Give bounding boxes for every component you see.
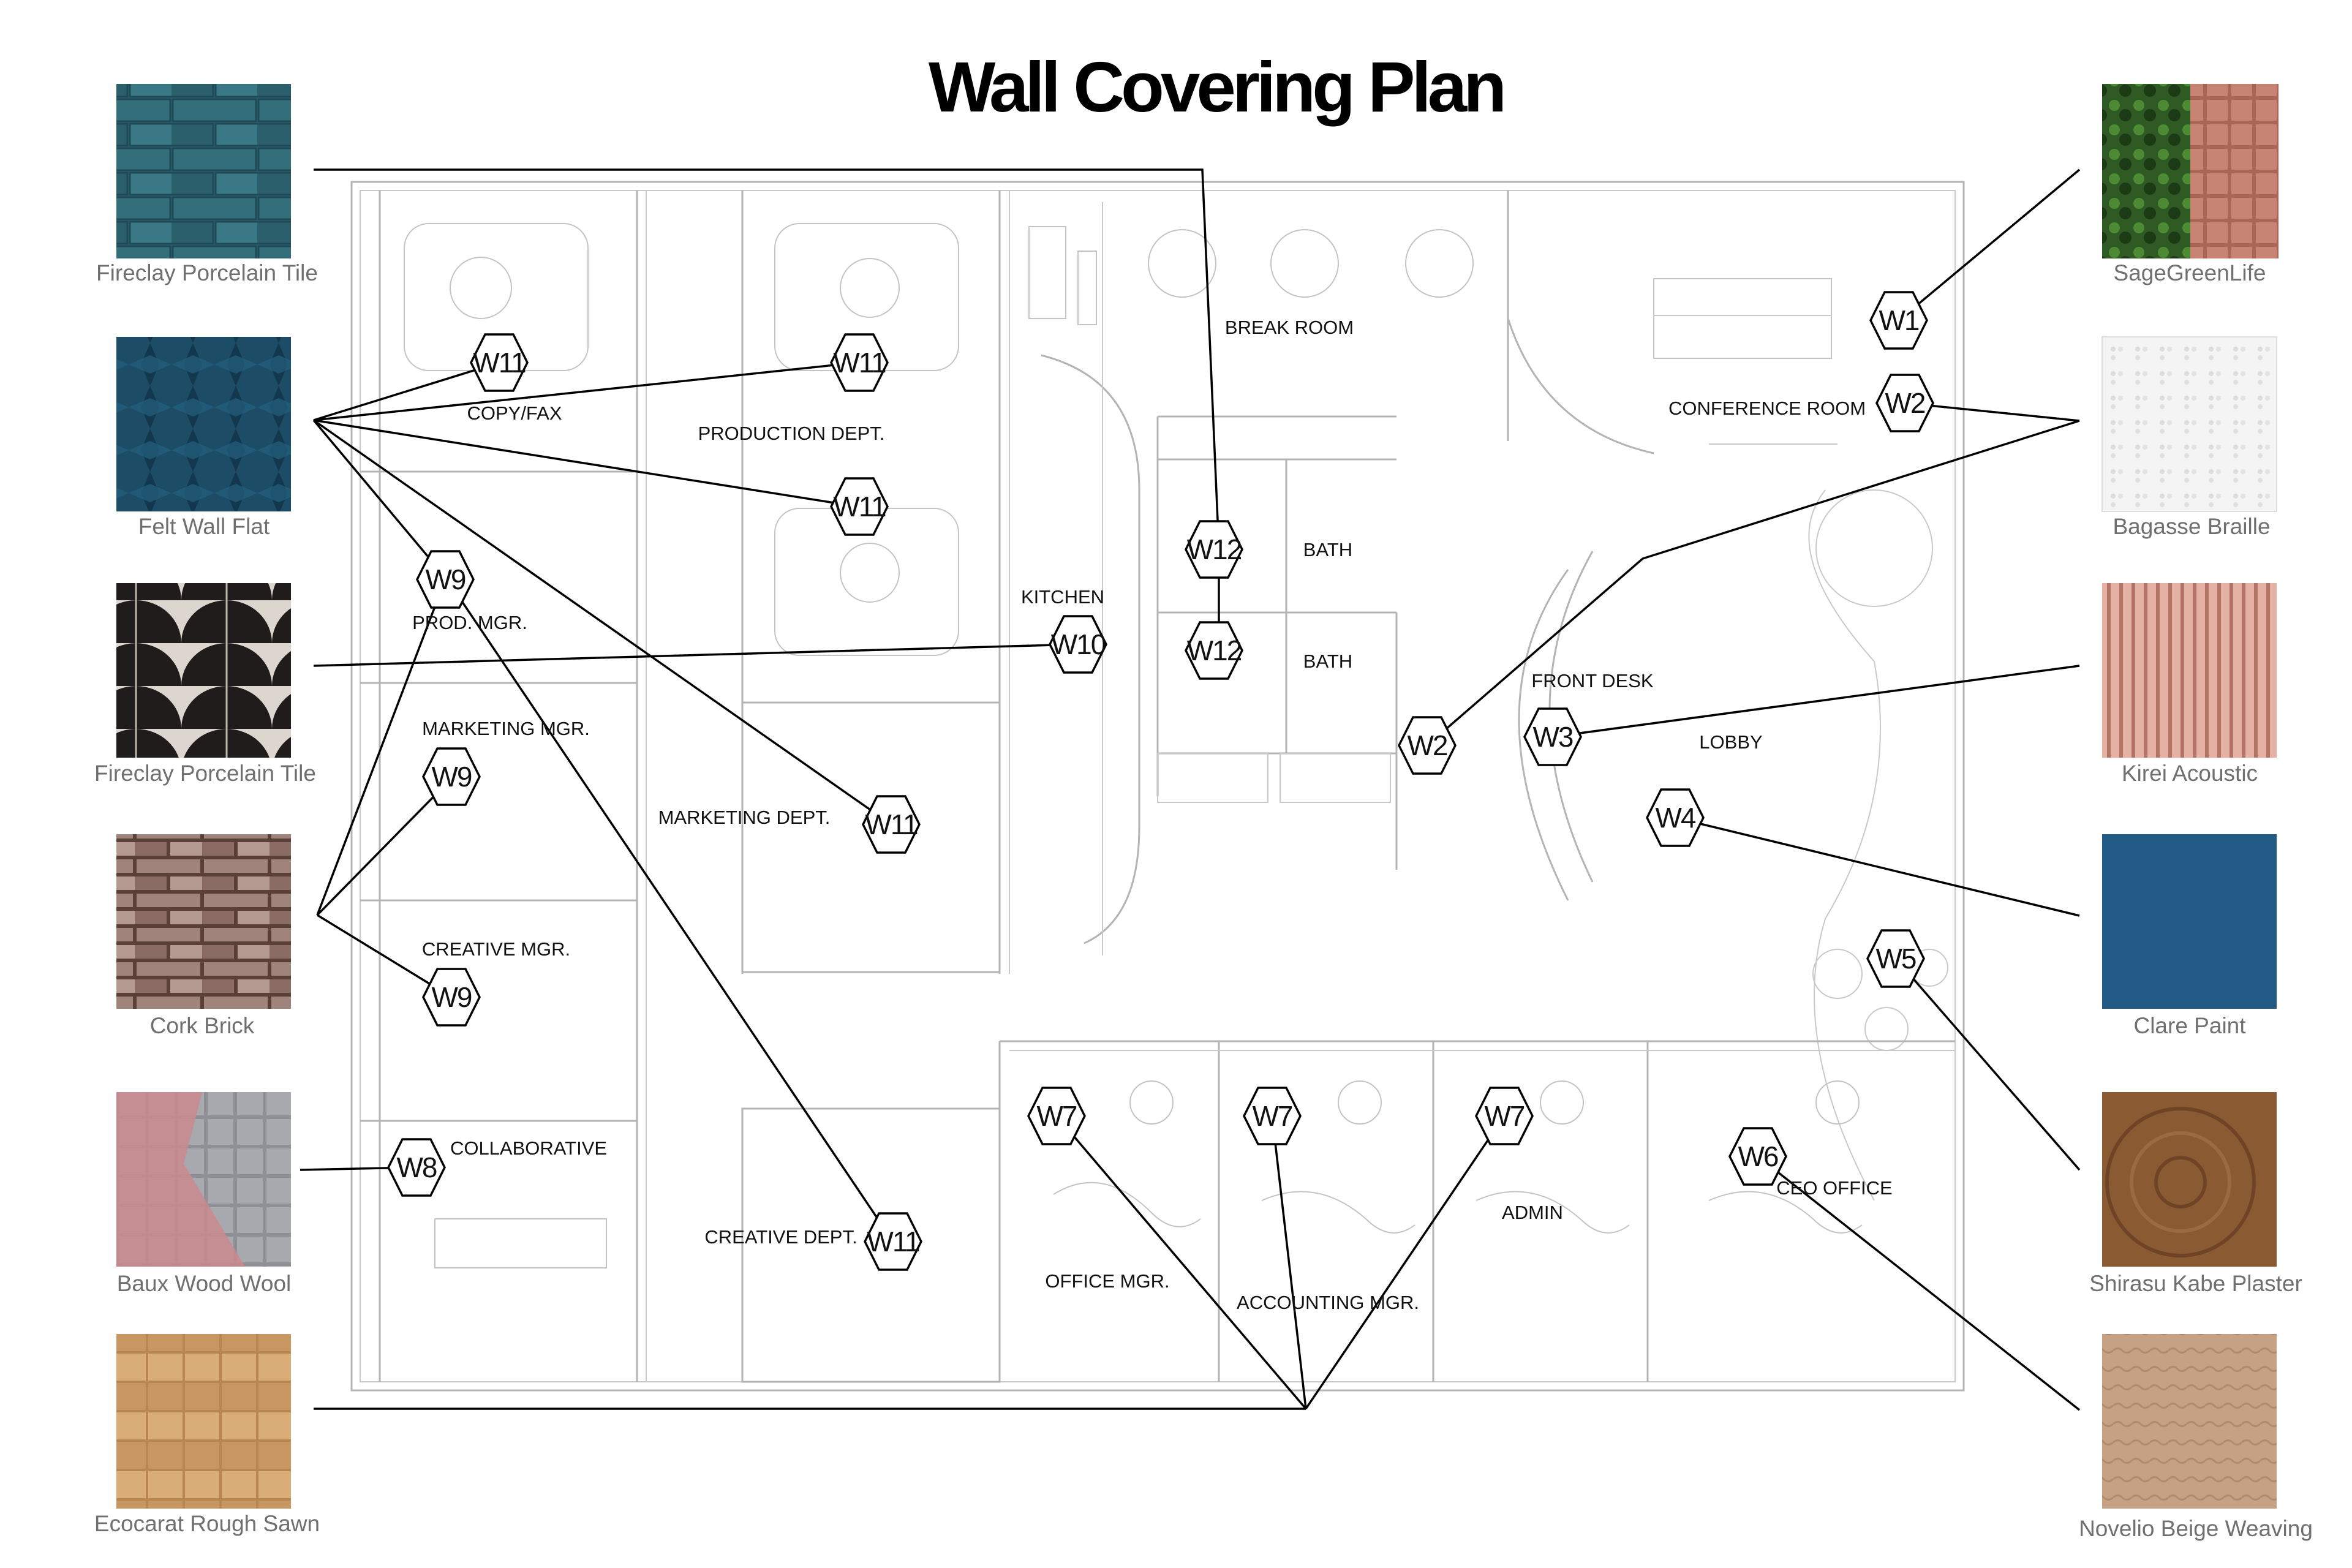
swatch-label: Bagasse Braille [2113, 514, 2270, 539]
swatch-right-6[interactable]: Novelio Beige Weaving [2079, 1334, 2313, 1541]
tag-w7[interactable]: W7 [1027, 1087, 1086, 1145]
tag-label: W9 [432, 981, 472, 1013]
swatch-label: Novelio Beige Weaving [2079, 1516, 2313, 1541]
swatch-label: Ecocarat Rough Sawn [94, 1511, 320, 1536]
tag-label: W5 [1876, 943, 1916, 974]
swatch-left-2[interactable]: Felt Wall Flat [116, 337, 291, 539]
room-label: PROD. MGR. [412, 612, 527, 633]
swatch-label: Fireclay Porcelain Tile [96, 260, 318, 285]
room-label: COPY/FAX [467, 402, 562, 424]
room-label: CREATIVE MGR. [422, 938, 570, 960]
tag-label: W1 [1879, 304, 1919, 336]
room-label: CONFERENCE ROOM [1668, 398, 1866, 419]
tag-label: W12 [1187, 533, 1242, 565]
tag-w11[interactable]: W11 [862, 795, 921, 854]
room-label: COLLABORATIVE [450, 1137, 607, 1159]
tag-label: W7 [1253, 1100, 1292, 1132]
room-label: BATH [1303, 539, 1352, 560]
tag-w11[interactable]: W11 [830, 333, 889, 392]
tag-label: W7 [1037, 1100, 1077, 1132]
tag-w4[interactable]: W4 [1646, 788, 1705, 847]
tag-w12[interactable]: W12 [1185, 621, 1243, 680]
wall-tags: W11 W11 W11 W11 W11 W9 W9 W9 W8 W10 W12 … [387, 291, 1934, 1271]
room-label: CREATIVE DEPT. [704, 1226, 857, 1248]
tag-w11[interactable]: W11 [470, 333, 529, 392]
swatch-right-1[interactable]: SageGreenLife [2102, 84, 2278, 285]
tag-label: W6 [1738, 1140, 1778, 1172]
room-label: KITCHEN [1021, 586, 1104, 608]
swatch-label: Baux Wood Wool [117, 1271, 292, 1296]
room-label: ACCOUNTING MGR. [1237, 1292, 1419, 1313]
tag-label: W8 [397, 1152, 437, 1183]
tag-w11[interactable]: W11 [830, 477, 889, 536]
tag-label: W9 [426, 564, 466, 595]
swatch-label: Cork Brick [150, 1013, 255, 1038]
tag-label: W11 [833, 491, 886, 522]
tag-w6[interactable]: W6 [1728, 1127, 1787, 1186]
room-label: MARKETING DEPT. [658, 807, 831, 828]
swatch-left-4[interactable]: Cork Brick [116, 834, 291, 1038]
room-label: CEO OFFICE [1776, 1177, 1892, 1199]
tag-label: W12 [1187, 635, 1242, 666]
tag-w12[interactable]: W12 [1185, 520, 1243, 579]
swatch-label: Felt Wall Flat [138, 514, 270, 539]
swatch-right-2[interactable]: Bagasse Braille [2101, 336, 2277, 539]
room-label: ADMIN [1502, 1202, 1563, 1223]
swatch-right-3[interactable]: Kirei Acoustic [2102, 583, 2277, 786]
tag-w10[interactable]: W10 [1049, 615, 1107, 674]
tag-w9[interactable]: W9 [422, 747, 481, 806]
tag-label: W3 [1533, 721, 1573, 753]
tag-w5[interactable]: W5 [1866, 929, 1925, 988]
tag-label: W2 [1885, 387, 1925, 419]
tag-w7[interactable]: W7 [1243, 1087, 1302, 1145]
tag-w11[interactable]: W11 [864, 1212, 922, 1271]
tag-label: W9 [432, 761, 472, 793]
tag-label: W11 [473, 347, 526, 379]
tag-label: W11 [865, 809, 918, 840]
room-labels: BREAK ROOM CONFERENCE ROOM COPY/FAX PROD… [412, 317, 1893, 1313]
room-label: BREAK ROOM [1225, 317, 1354, 338]
tag-label: W10 [1051, 628, 1106, 660]
swatch-left-3[interactable]: Fireclay Porcelain Tile [94, 583, 316, 786]
room-label: MARKETING MGR. [422, 718, 590, 739]
tag-label: W11 [867, 1226, 919, 1257]
tag-label: W2 [1408, 729, 1447, 761]
swatch-right-5[interactable]: Shirasu Kabe Plaster [2089, 1092, 2302, 1296]
room-label: LOBBY [1699, 731, 1762, 753]
tag-w9[interactable]: W9 [416, 550, 475, 609]
swatch-label: Shirasu Kabe Plaster [2089, 1271, 2302, 1296]
tag-label: W7 [1485, 1100, 1525, 1132]
tag-w7[interactable]: W7 [1475, 1087, 1534, 1145]
room-label: OFFICE MGR. [1045, 1270, 1169, 1292]
tag-w9[interactable]: W9 [422, 968, 481, 1027]
room-label: FRONT DESK [1531, 670, 1654, 692]
tag-w2[interactable]: W2 [1398, 716, 1457, 775]
tag-label: W11 [833, 347, 886, 379]
swatch-left-1[interactable]: Fireclay Porcelain Tile [96, 84, 318, 285]
tag-label: W4 [1656, 802, 1696, 834]
floor-plan [350, 181, 1965, 1392]
leader-lines [300, 168, 2081, 1411]
swatch-label: Kirei Acoustic [2122, 761, 2258, 786]
tag-w1[interactable]: W1 [1869, 291, 1928, 350]
room-label: BATH [1303, 650, 1352, 672]
swatch-label: Clare Paint [2133, 1013, 2246, 1038]
plan-title: Wall Covering Plan [929, 47, 1503, 127]
tag-w3[interactable]: W3 [1523, 707, 1582, 766]
tag-w8[interactable]: W8 [387, 1138, 446, 1197]
swatch-label: SageGreenLife [2114, 260, 2266, 285]
swatch-left-5[interactable]: Baux Wood Wool [116, 1092, 291, 1296]
swatch-left-6[interactable]: Ecocarat Rough Sawn [94, 1334, 320, 1536]
tag-w2[interactable]: W2 [1875, 374, 1934, 432]
room-label: PRODUCTION DEPT. [698, 423, 885, 444]
swatch-right-4[interactable]: Clare Paint [2102, 834, 2277, 1038]
swatch-label: Fireclay Porcelain Tile [94, 761, 316, 786]
